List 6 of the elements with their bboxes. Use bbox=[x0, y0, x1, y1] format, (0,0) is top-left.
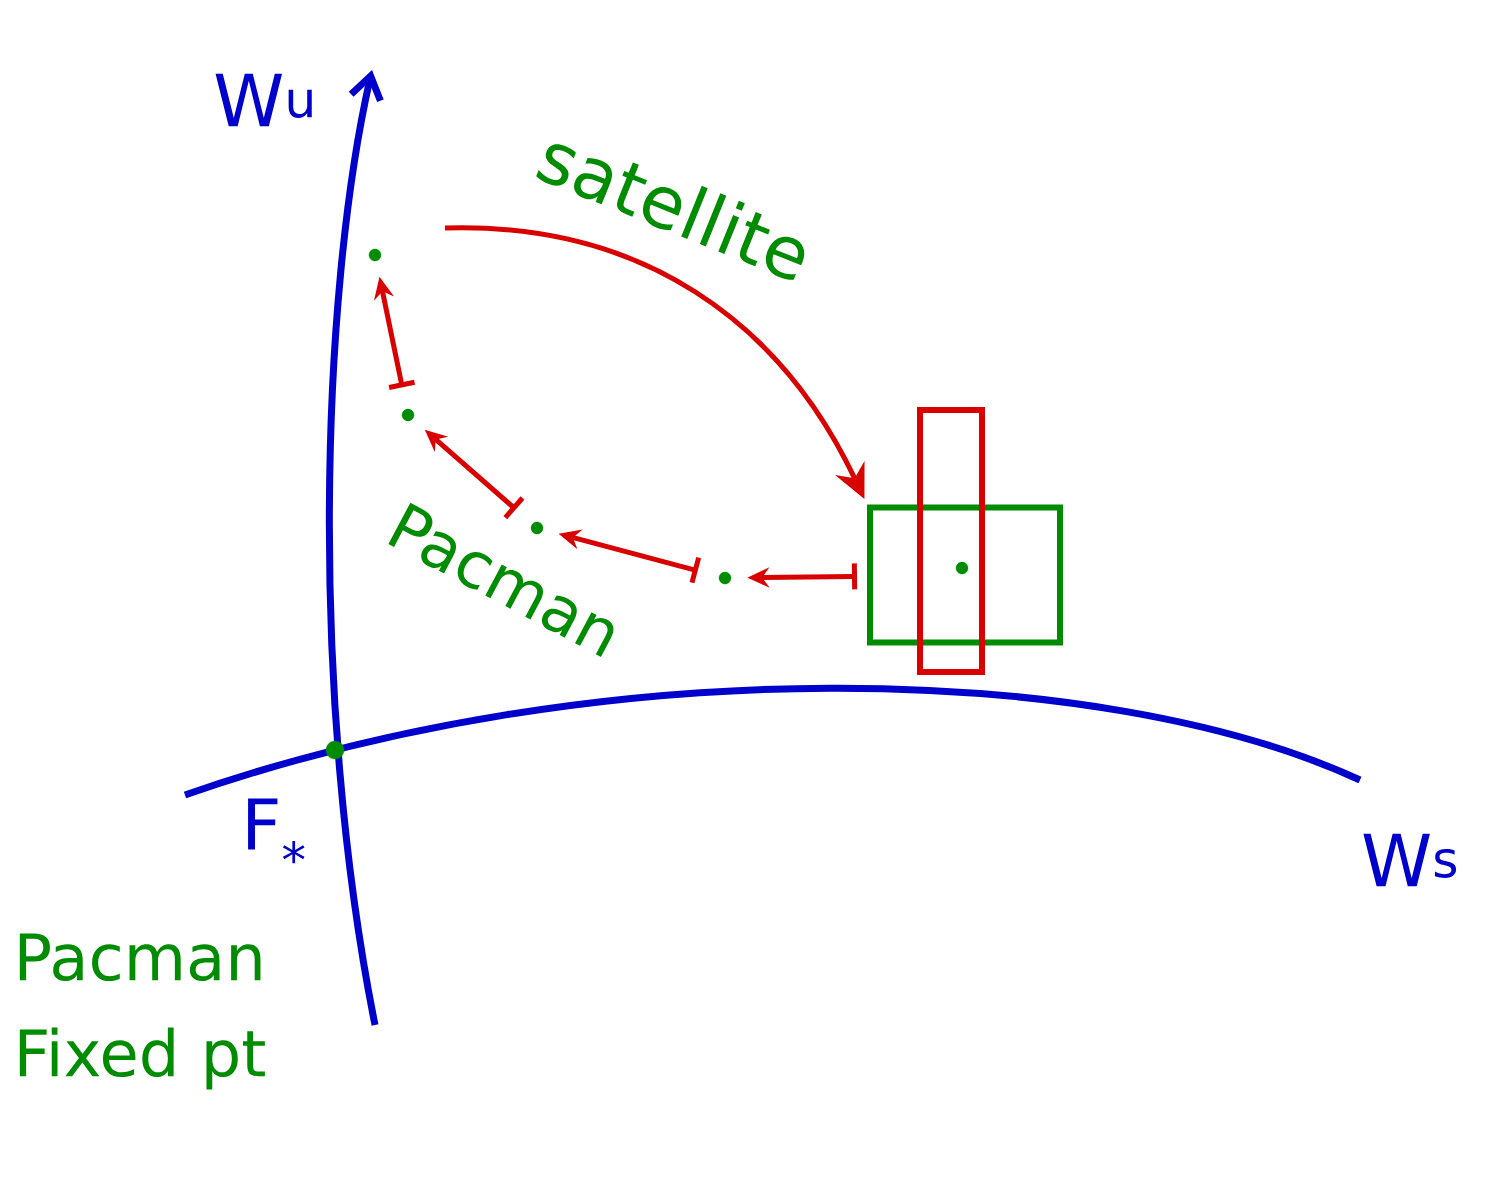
fixed-point-dot bbox=[325, 740, 345, 760]
point-label: F$_{*}$ bbox=[248, 798, 305, 864]
box-drawing bbox=[867, 407, 1063, 675]
axis-label: W$^{s}$ bbox=[1363, 833, 1457, 887]
axis-label: W$^{u}$ bbox=[215, 73, 312, 127]
point-label: Pacman Fixed pt bbox=[19, 933, 265, 1090]
